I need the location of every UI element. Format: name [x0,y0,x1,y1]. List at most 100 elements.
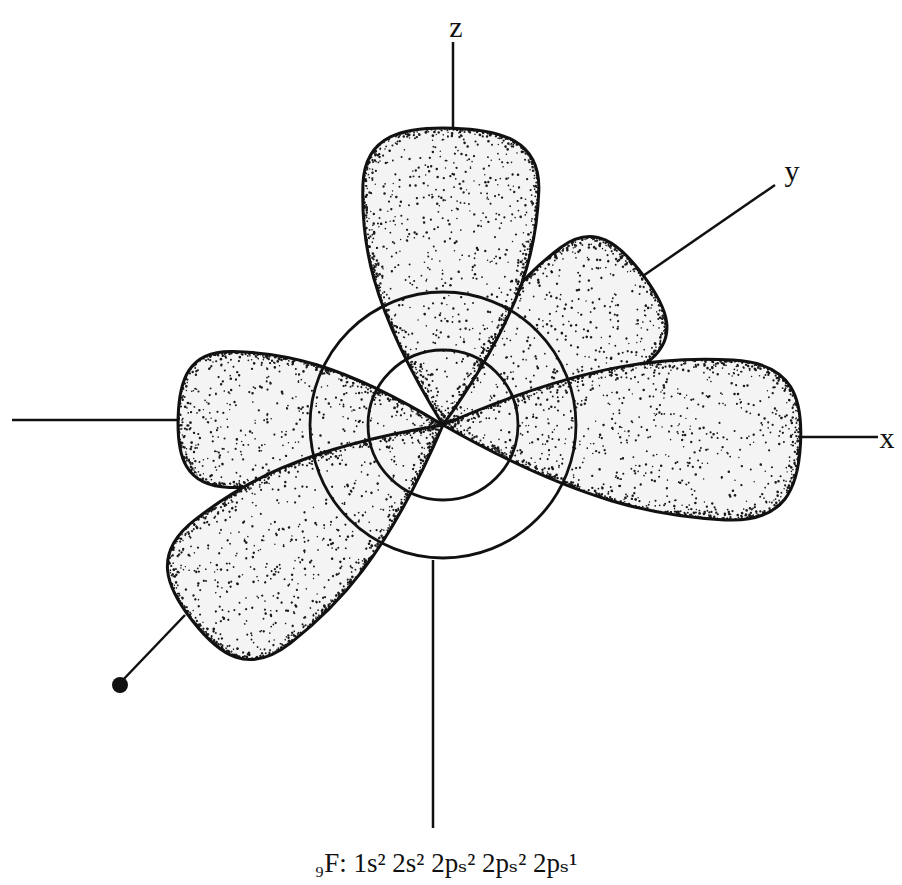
stipple-dot [550,270,553,273]
stipple-dot [613,236,617,240]
stipple-dot [568,320,570,322]
stipple-dot [505,391,508,394]
stipple-dot [532,264,535,267]
stipple-dot [663,347,665,349]
stipple-dot [474,451,476,453]
stipple-dot [681,328,684,331]
stipple-dot [584,355,586,357]
stipple-dot [528,282,531,285]
stipple-dot [492,394,496,398]
stipple-dot [605,266,607,268]
stipple-dot [583,229,587,233]
stipple-dot [664,302,666,304]
stipple-dot [558,269,561,272]
stipple-dot [651,346,654,349]
stipple-dot [574,252,576,254]
stipple-dot [575,330,578,333]
stipple-dot [661,332,664,335]
stipple-dot [564,338,567,341]
stipple-dot [643,269,646,272]
stipple-dot [627,271,629,273]
stipple-dot [535,323,539,327]
axis-end-dot [112,677,128,693]
stipple-dot [587,232,590,235]
stipple-dot [490,395,492,397]
stipple-dot [586,329,590,333]
stipple-dot [621,265,624,268]
stipple-dot [667,334,670,337]
stipple-dot [589,335,592,338]
stipple-dot [575,323,578,326]
stipple-dot [649,320,651,322]
stipple-dot [612,297,615,300]
stipple-dot [545,293,548,296]
stipple-dot [628,342,630,344]
stipple-dot [560,331,564,335]
stipple-dot [534,355,537,358]
stipple-dot [600,232,603,235]
stipple-dot [544,352,546,354]
stipple-dot [534,262,537,265]
stipple-dot [564,303,567,306]
stipple-dot [592,227,595,230]
stipple-dot [480,381,482,383]
stipple-dot [611,300,614,303]
stipple-dot [558,239,561,242]
stipple-dot [589,229,592,232]
stipple-dot [669,300,672,303]
stipple-dot [536,251,539,254]
stipple-dot [624,241,627,244]
stipple-dot [549,320,551,322]
stipple-dot [640,327,642,329]
stipple-dot [631,289,634,292]
stipple-dot [545,275,548,278]
stipple-dot [616,319,619,322]
orbital-lobes [124,113,816,702]
stipple-dot [655,346,657,348]
stipple-dot [644,304,647,307]
stipple-dot [542,320,544,322]
stipple-dot [613,313,616,316]
stipple-dot [640,341,642,343]
stipple-dot [595,239,598,242]
stipple-dot [554,259,557,262]
stipple-dot [538,284,542,288]
stipple-dot [552,247,554,249]
stipple-dot [545,322,549,326]
stipple-dot [595,326,598,329]
stipple-dot [535,357,538,360]
stipple-dot [657,278,659,280]
stipple-dot [607,233,609,235]
stipple-dot [556,305,559,308]
stipple-dot [537,255,540,258]
stipple-dot [576,229,580,233]
stipple-dot [652,324,654,326]
stipple-dot [606,254,609,257]
stipple-dot [664,294,668,298]
stipple-dot [671,318,674,321]
stipple-dot [547,262,551,266]
stipple-dot [585,335,589,339]
stipple-dot [600,336,602,338]
stipple-dot [638,285,642,289]
stipple-dot [577,312,579,314]
stipple-dot [469,445,472,448]
stipple-dot [580,231,583,234]
stipple-dot [555,256,559,260]
stipple-dot [587,330,589,332]
stipple-dot [603,304,606,307]
stipple-dot [517,365,520,368]
axis-line [12,419,182,422]
stipple-dot [617,352,620,355]
stipple-dot [615,304,617,306]
stipple-dot [581,370,583,372]
stipple-dot [630,350,633,353]
stipple-dot [574,243,576,245]
stipple-dot [614,264,617,267]
stipple-dot [650,307,652,309]
stipple-dot [670,336,673,339]
stipple-dot [565,238,567,240]
stipple-dot [456,409,458,411]
stipple-dot [582,328,585,331]
